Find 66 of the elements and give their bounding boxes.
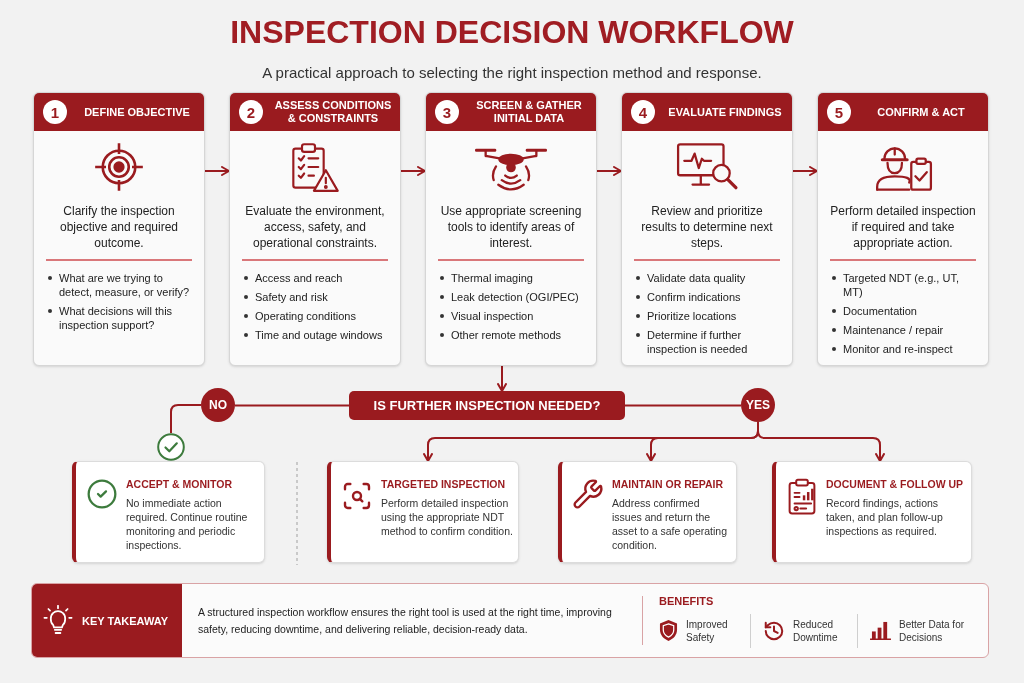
bullet-item: Targeted NDT (e.g., UT, MT) [843, 271, 960, 299]
subtitle: A practical approach to selecting the right inspection method and response. [262, 64, 762, 82]
step-heading: DEFINE OBJECTIVE [83, 105, 191, 119]
arrow [757, 421, 885, 462]
card-title: TARGETED INSPECTION [381, 478, 507, 491]
bullet-item: Validate data quality [647, 271, 746, 285]
step-heading: CONFIRM & ACT [876, 105, 966, 119]
bullet-item: Determine if further inspection is needed [647, 328, 749, 356]
arrow [596, 166, 622, 176]
benefit-text: Better Data for Decisions [899, 617, 966, 644]
step-heading: SCREEN & GATHER INITIAL DATA [475, 99, 583, 125]
bullet-item: Access and reach [255, 271, 343, 285]
connector-line [170, 404, 202, 434]
bullet-item: Visual inspection [451, 309, 534, 323]
card-description: Address confirmed issues and return the asset to a safe operating condition. [612, 496, 728, 552]
card-title: MAINTAIN OR REPAIR [612, 478, 725, 491]
step-card [621, 92, 793, 366]
step-card [425, 92, 597, 366]
check-circle-icon [157, 433, 185, 461]
result-card [772, 461, 972, 563]
bullet-item: Operating conditions [255, 309, 356, 323]
arrow [400, 166, 426, 176]
bullet-item: Documentation [843, 304, 917, 318]
key-takeaway-panel [32, 584, 182, 657]
card-title: ACCEPT & MONITOR [126, 478, 233, 491]
bullet-item: Monitor and re-inspect [843, 342, 953, 356]
takeaway-text: A structured inspection workflow ensures the right tool is used at the right time, improving safety, reducing downtime, and delivering reliable, decision-ready data. [198, 604, 613, 637]
connector-line [624, 404, 742, 407]
bullet-item: Confirm indications [647, 290, 741, 304]
result-card [558, 461, 737, 563]
step-description: Clarify the inspection objective and required outcome. [58, 203, 180, 251]
benefits-heading: BENEFITS [659, 593, 715, 608]
benefit-text: Reduced Downtime [793, 617, 839, 644]
step-description: Evaluate the environment, access, safety, and operational constraints. [244, 203, 386, 251]
card-description: Perform detailed inspection using the appropriate NDT method to confirm condition. [381, 496, 514, 538]
step-description: Perform detailed inspection if required and take appropriate action. [829, 203, 977, 251]
bullet-item: What are we trying to detect, measure, or verify? [59, 271, 190, 299]
benefit-text: Improved Safety [686, 617, 729, 644]
card-description: Record findings, actions taken, and plan follow-up inspections as required. [826, 496, 944, 538]
step-description: Use appropriate screening tools to identify areas of interest. [439, 203, 583, 251]
bullet-item: Time and outage windows [255, 328, 383, 342]
step-heading: EVALUATE FINDINGS [667, 105, 783, 119]
bullet-item: Prioritize locations [647, 309, 737, 323]
step-card [229, 92, 401, 366]
bullet-item: Thermal imaging [451, 271, 533, 285]
takeaway-bar [31, 583, 989, 658]
decision-bar: IS FURTHER INSPECTION NEEDED? [349, 391, 625, 420]
connector-line [234, 404, 350, 407]
step-description: Review and prioritize results to determine next steps. [640, 203, 774, 251]
arrow [497, 365, 507, 392]
card-title: DOCUMENT & FOLLOW UP [826, 478, 965, 491]
bullet-item: What decisions will this inspection support? [59, 304, 174, 332]
result-card [327, 461, 519, 563]
bullet-item: Maintenance / repair [843, 323, 944, 337]
result-card [72, 461, 265, 563]
bullet-item: Other remote methods [451, 328, 562, 342]
panel-heading: KEY TAKEAWAY [82, 613, 168, 628]
arrow [792, 166, 818, 176]
step-heading: ASSESS CONDITIONS & CONSTRAINTS [273, 99, 393, 125]
step-card [33, 92, 205, 366]
card-description: No immediate action required. Continue routine monitoring and periodic inspections. [126, 496, 249, 552]
step-card [817, 92, 989, 366]
title: INSPECTION DECISION WORKFLOW [230, 13, 794, 52]
bullet-item: Safety and risk [255, 290, 328, 304]
arrow [204, 166, 230, 176]
bullet-item: Leak detection (OGI/PEC) [451, 290, 579, 304]
